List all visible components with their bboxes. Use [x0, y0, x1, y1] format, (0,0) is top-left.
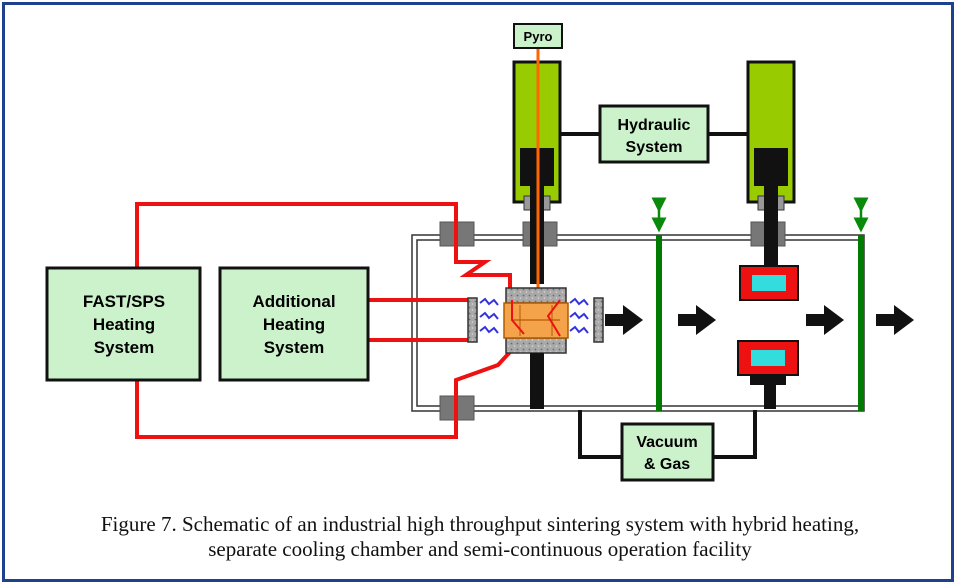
flow-arrow-3 [806, 305, 844, 335]
additional-label-line1: Additional [252, 292, 335, 311]
additional-heating-box [218, 266, 370, 382]
pyro-box [513, 23, 563, 49]
fast-sps-label-line2: Heating [93, 315, 155, 334]
current-path-right [546, 299, 561, 337]
fast-sps-label-line3: System [94, 338, 154, 357]
cooling-piston [754, 148, 788, 186]
radiation-wave-l2 [479, 311, 499, 320]
additional-label-line2: Heating [263, 315, 325, 334]
hydraulic-label-line1: Hydraulic [618, 117, 691, 134]
lower-cooling-insert [751, 350, 785, 366]
fast-sps-lower-wire [135, 350, 512, 439]
door-1 [656, 235, 662, 411]
radiation-wave-r1 [569, 297, 589, 306]
right-heater-panel [593, 297, 604, 343]
hydraulic-system-box [598, 104, 710, 164]
figure-caption: Figure 7. Schematic of an industrial hig… [0, 512, 960, 562]
lower-punch-plate [505, 337, 567, 354]
upper-punch-plate [505, 287, 567, 304]
upper-cooling-insert [752, 275, 786, 291]
vacuum-label-line1: Vacuum [636, 434, 697, 451]
pyro-label: Pyro [524, 29, 553, 44]
lower-cooling-base [750, 375, 786, 385]
cooling-upper-ram [764, 186, 778, 266]
fast-sps-heating-box [45, 266, 202, 382]
radiation-wave-l3 [479, 325, 499, 334]
current-path-left [511, 300, 525, 335]
cooling-lower-ram [764, 385, 776, 409]
press-lower-ram [530, 353, 544, 409]
left-heater-panel [467, 297, 478, 343]
additional-label-line3: System [264, 338, 324, 357]
fast-sps-label-line1: FAST/SPS [83, 292, 165, 311]
radiation-wave-l1 [479, 297, 499, 306]
vacuum-line-left [578, 410, 622, 459]
radiation-wave-r2 [569, 311, 589, 320]
caption-line-1: Figure 7. Schematic of an industrial hig… [100, 512, 860, 536]
hydraulic-label-line2: System [626, 139, 683, 156]
vacuum-label-line2: & Gas [644, 456, 690, 473]
fast-sps-upper-wire [135, 202, 512, 294]
caption-line-2: separate cooling chamber and semi-contin… [208, 537, 752, 561]
vacuum-line-right [713, 410, 757, 459]
radiation-wave-r3 [569, 325, 589, 334]
door-2 [858, 235, 864, 411]
flow-arrow-2 [678, 305, 716, 335]
vacuum-gas-box [620, 422, 715, 482]
flow-arrow-1 [605, 305, 643, 335]
flow-arrow-4 [876, 305, 914, 335]
